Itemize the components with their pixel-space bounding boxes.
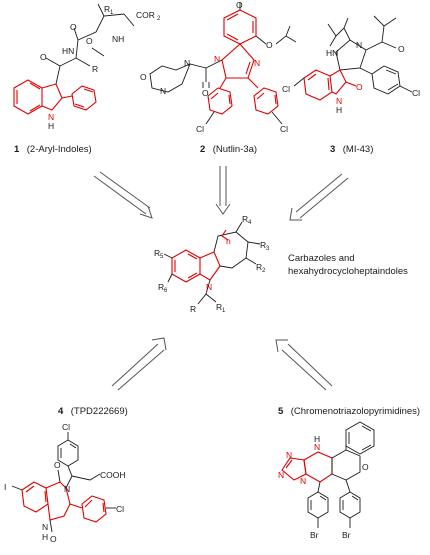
c1-o3-label: O	[70, 22, 77, 32]
c2-n1-label: N	[254, 58, 260, 68]
center-r6-sub: 6	[164, 288, 168, 294]
c3-o-label: O	[398, 44, 405, 54]
c1-nh-label: NH	[112, 34, 124, 44]
c1-r1-sub: 1	[110, 10, 114, 16]
c1-indole-h-label: H	[48, 121, 54, 131]
center-r1-sub: 1	[222, 308, 226, 314]
c2-cl2-label: Cl	[280, 124, 288, 134]
center-r-label: R	[190, 304, 196, 314]
compound-1-name: (2-Aryl-Indoles)	[27, 144, 92, 155]
c4-o2-label: O	[50, 534, 57, 544]
c2-n4-label: N	[160, 86, 166, 96]
c4-o1-label: O	[54, 460, 61, 470]
center-r4-label: R	[242, 214, 248, 224]
center-r2-sub: 2	[262, 268, 266, 274]
c1-r1-label: R	[104, 4, 110, 14]
c4-cooh-label: COOH	[100, 470, 126, 480]
compound-4-caption: 4 (TPD222669)	[58, 401, 128, 418]
c2-n2-label: N	[214, 54, 220, 64]
compound-5-number: 5	[278, 406, 284, 417]
c5-o-label: O	[362, 462, 369, 472]
center-note-line2: hexahydrocycloheptaindoles	[288, 266, 408, 277]
center-r5-label: R	[154, 248, 160, 258]
c1-hn-label: HN	[62, 46, 74, 56]
c5-n4-label: N	[314, 442, 320, 452]
center-r2-label: R	[256, 262, 262, 272]
compound-4-name: (TPD222669)	[71, 406, 128, 417]
c4-h-label: H	[42, 532, 48, 542]
c5-br2-label: Br	[342, 530, 351, 540]
compound-3-number: 3	[330, 144, 335, 155]
central-scaffold-structure	[163, 221, 261, 305]
center-note-line1: Carbazoles and	[288, 253, 355, 264]
c4-i-label: I	[4, 482, 6, 492]
arrow-2-to-center	[215, 166, 231, 215]
center-n-index: n	[226, 236, 231, 246]
c3-cl1-label: Cl	[282, 84, 290, 94]
arrow-5-to-center	[275, 339, 333, 391]
c3-o2-label: O	[356, 82, 363, 92]
arrow-1-to-center	[93, 171, 153, 219]
compound-5-structure	[281, 421, 375, 528]
compound-1-structure	[13, 3, 135, 115]
c2-o4-label: O	[140, 72, 147, 82]
c2-o3-label: O	[202, 88, 209, 98]
compound-2-caption: 2 (Nutlin-3a)	[200, 139, 257, 156]
c3-n-label: N	[356, 40, 362, 50]
c5-n1-label: N	[278, 470, 284, 480]
compound-3-caption: 3 (MI-43)	[330, 139, 373, 156]
c3-cl2-label: Cl	[412, 88, 420, 98]
center-r3-label: R	[260, 240, 266, 250]
c3-h-label: H	[336, 105, 342, 115]
c4-n1-label: N	[64, 484, 70, 494]
c3-nh-label: N	[336, 96, 342, 106]
compound-1-caption: 1 (2-Aryl-Indoles)	[14, 139, 92, 156]
c2-o2-label: O	[266, 40, 273, 50]
c4-cl1-label: Cl	[62, 422, 70, 432]
compound-2-structure	[149, 2, 297, 125]
c5-n2-label: N	[286, 450, 292, 460]
compound-2-name: (Nutlin-3a)	[213, 144, 257, 155]
c5-n3-label: N	[300, 476, 306, 486]
center-r3-sub: 3	[266, 246, 270, 252]
arrow-3-to-center	[289, 173, 349, 221]
c1-o1-label: O	[86, 36, 93, 46]
compound-1-number: 1	[14, 144, 20, 155]
c1-indole-n-label: N	[48, 112, 54, 122]
center-nitrogen-label: N	[206, 282, 212, 292]
compound-3-structure	[293, 15, 413, 101]
compound-3-name: (MI-43)	[343, 144, 374, 155]
center-r1-label: R	[216, 302, 222, 312]
c4-cl2-label: Cl	[116, 504, 124, 514]
compound-2-number: 2	[200, 144, 205, 155]
arrow-4-to-center	[111, 337, 167, 391]
c2-n3-label: N	[184, 58, 190, 68]
c5-br1-label: Br	[310, 530, 319, 540]
center-r4-sub: 4	[248, 220, 252, 226]
c2-cl1-label: Cl	[196, 124, 204, 134]
c1-cor2-label: COR	[136, 10, 155, 20]
center-r6-label: R	[158, 282, 164, 292]
c3-hn-label: HN	[326, 48, 338, 58]
c1-cor2-sub: 2	[157, 16, 161, 22]
c1-r-label: R	[92, 64, 98, 74]
c4-n2-label: N	[42, 522, 48, 532]
compound-5-name: (Chromenotriazolopyrimidines)	[291, 406, 420, 417]
c5-h-label: H	[314, 434, 320, 444]
compound-4-number: 4	[58, 406, 64, 417]
center-r5-sub: 5	[160, 254, 164, 260]
compound-5-caption: 5 (Chromenotriazolopyrimidines)	[278, 401, 420, 418]
compound-4-structure	[11, 432, 116, 533]
c2-o1-label: O	[236, 0, 243, 10]
c1-o2-label: O	[40, 52, 47, 62]
